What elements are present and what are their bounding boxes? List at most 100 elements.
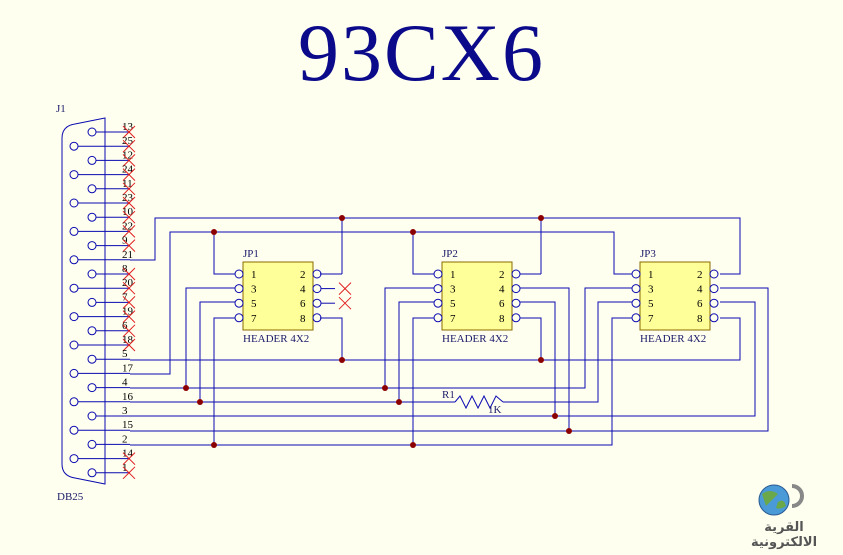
wire-jp1-pin8 [320, 317, 343, 360]
wire-pin2 [130, 317, 632, 446]
header-pin-label: 7 [648, 313, 654, 325]
junction-dot [538, 215, 544, 221]
header-pin [631, 298, 641, 308]
header-pin [433, 284, 443, 294]
db25-pin-10: 10 [87, 206, 136, 224]
db25-pin-label: 17 [122, 362, 134, 374]
wire-jp2-pin6 [520, 301, 556, 416]
db25-pin-label: 24 [122, 164, 134, 176]
header-pin-label: 3 [648, 284, 654, 296]
header-pin [433, 313, 443, 323]
header-pin-label: 6 [499, 298, 505, 310]
header-pin-label: 7 [450, 313, 456, 325]
db25-pin-9: 9 [87, 235, 136, 252]
db25-pin-12: 12 [87, 149, 136, 167]
header-pin [631, 269, 641, 279]
db25-pin-25: 25 [69, 135, 136, 153]
header-pin-label: 3 [450, 284, 456, 296]
wire-jp2-pin3 [384, 287, 434, 388]
header-pin-label: 2 [300, 269, 306, 281]
header-pin [709, 298, 719, 308]
header-pin [709, 284, 719, 294]
db25-pin-label: 11 [122, 178, 133, 190]
wiring [130, 217, 769, 446]
db25-pin-24: 24 [69, 164, 136, 181]
db25-pin-11: 11 [87, 178, 136, 196]
wire-pin15 [130, 287, 769, 432]
db25-pin-label: 6 [122, 320, 128, 332]
header-pin-label: 6 [300, 298, 306, 310]
header-pin-label: 8 [499, 313, 505, 325]
header-pin-label: 8 [300, 313, 306, 325]
db25-pin-15: 15 [69, 419, 134, 435]
junction-dot [566, 428, 572, 434]
db25-pin-label: 8 [122, 263, 128, 275]
header-pin-label: 6 [697, 298, 703, 310]
resistor-ref: R1 [442, 389, 455, 401]
db25-pin-label: 2 [122, 433, 128, 445]
logo-text: القرية الالكترونية [750, 520, 818, 550]
db25-pin-label: 12 [122, 149, 133, 161]
db25-pin-14: 14 [69, 448, 136, 465]
header-pin-label: 1 [251, 269, 257, 281]
junction-dot [410, 229, 416, 235]
junction-dot [211, 229, 217, 235]
wire-pin21-bus [130, 217, 741, 275]
wire-jp1-pin7 [213, 317, 235, 445]
db25-pin-label: 25 [122, 135, 134, 147]
wire-jp2-pin7 [412, 317, 434, 445]
db25-pin-label: 7 [122, 291, 128, 303]
header-pin-label: 5 [648, 298, 654, 310]
header-pin-label: 7 [251, 313, 257, 325]
header-pin [709, 313, 719, 323]
db25-pin-label: 22 [122, 220, 133, 232]
db25-pin-label: 15 [122, 419, 134, 431]
wire-jp2-pin5 [398, 301, 434, 402]
header-pin [234, 313, 244, 323]
db25-pin-21: 21 [69, 249, 133, 265]
wire-pin17-bus [130, 231, 632, 375]
header-pin [631, 313, 641, 323]
header-pin [631, 284, 641, 294]
db25-pin-label: 23 [122, 192, 134, 204]
junction-dot [410, 442, 416, 448]
db25-pin-19: 19 [69, 306, 136, 323]
header-pin [234, 298, 244, 308]
header-value: HEADER 4X2 [243, 333, 309, 345]
db25-pin-22: 22 [69, 220, 136, 238]
db25-pin-20: 20 [69, 277, 136, 295]
wire-jp1-pin1 [213, 232, 235, 275]
diagram-title: 93CX6 [298, 7, 545, 98]
db25-pin-3: 3 [87, 405, 130, 421]
junction-dot [538, 357, 544, 363]
connector-ref: J1 [56, 103, 66, 115]
db25-pin-6: 6 [87, 320, 136, 338]
header-body [639, 261, 711, 331]
db25-pin-label: 5 [122, 348, 128, 360]
header-pin [511, 298, 521, 308]
header-pin-label: 4 [697, 284, 703, 296]
header-ref: JP1 [243, 248, 259, 260]
header-pin [511, 313, 521, 323]
wire-jp1-pin5 [199, 301, 235, 402]
db25-pin-17: 17 [69, 362, 134, 378]
junctions [183, 215, 572, 448]
db25-pin-label: 16 [122, 391, 134, 403]
header-pin [234, 284, 244, 294]
header-pin [709, 269, 719, 279]
header-value: HEADER 4X2 [442, 333, 508, 345]
wire-pin16-b [503, 301, 632, 403]
wire-pin4 [130, 287, 632, 389]
header-pin [433, 298, 443, 308]
header-pin [511, 269, 521, 279]
header-pin-label: 2 [697, 269, 703, 281]
db25-pin-label: 13 [122, 121, 134, 133]
db25-pin-18: 18 [69, 334, 136, 352]
resistor-r1 [454, 394, 504, 410]
header-pin-label: 1 [648, 269, 654, 281]
wire-jp1-pin3 [185, 287, 235, 388]
wire-jp2-pin4 [520, 287, 570, 431]
wire-pin5 [130, 317, 741, 361]
